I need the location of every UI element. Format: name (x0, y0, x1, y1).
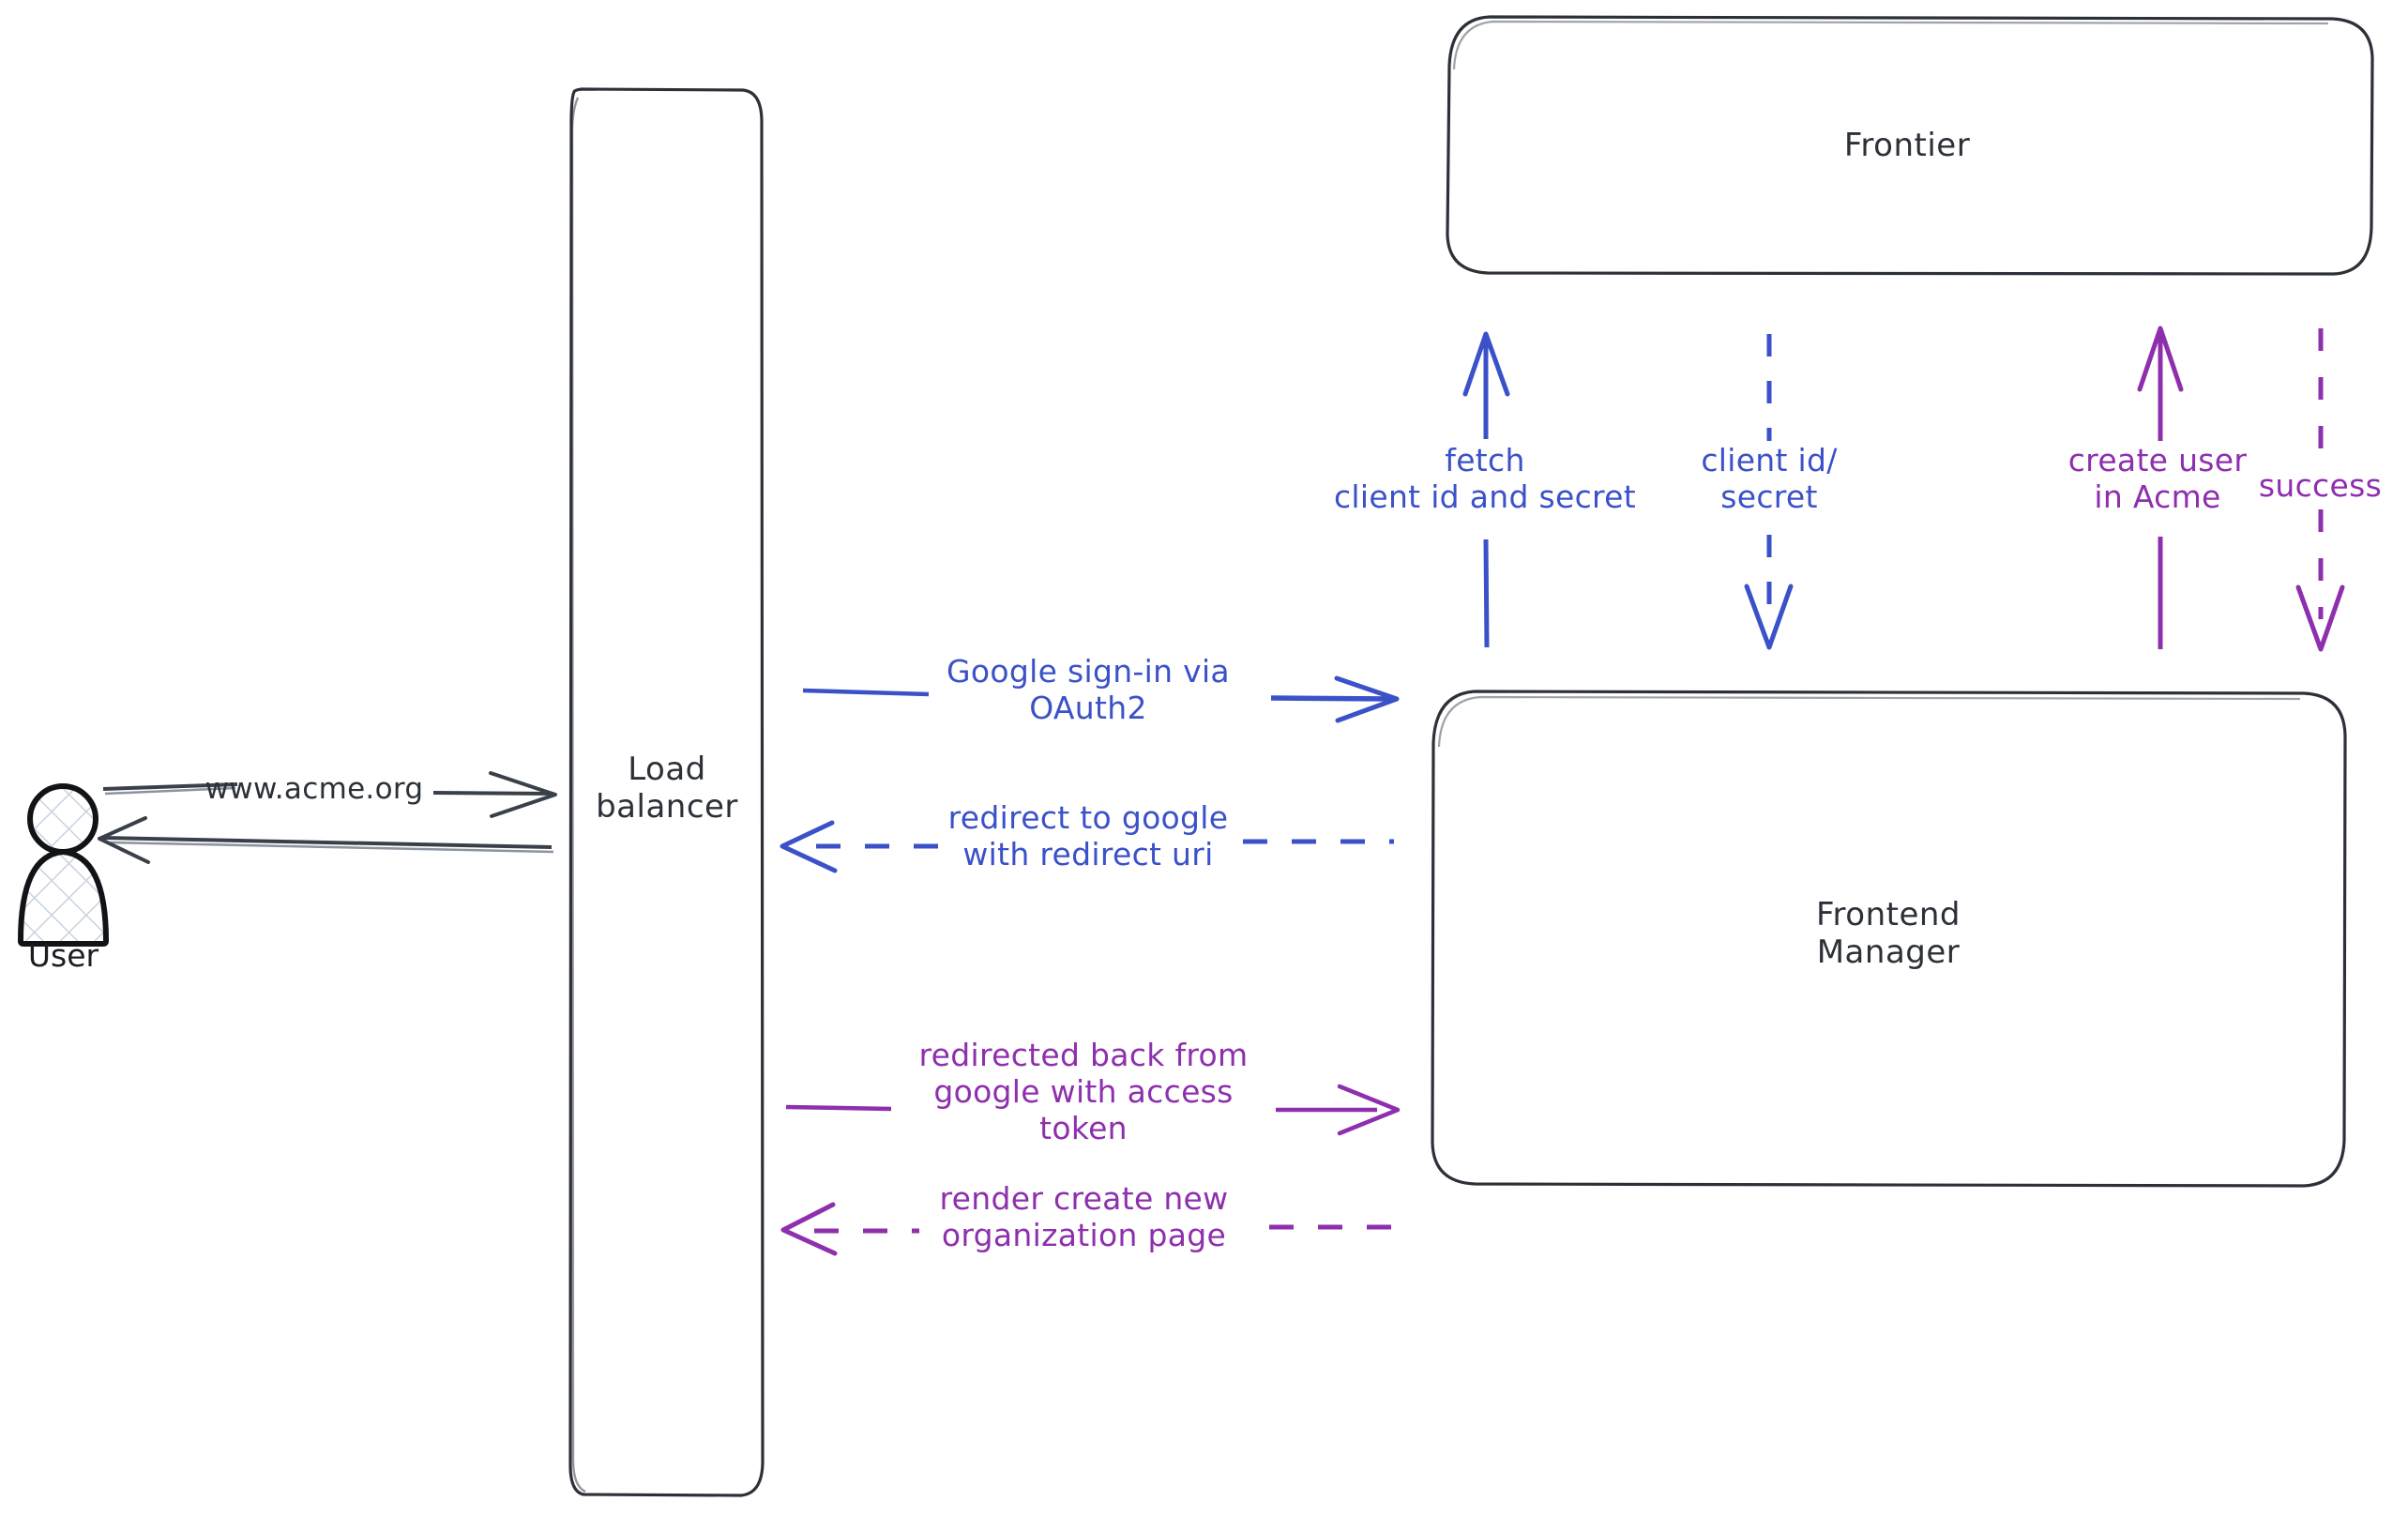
edge-fm-to-lb-render (780, 1202, 1398, 1256)
edge-fm-to-frontier-fetch (1462, 331, 1510, 648)
edge-user-to-lb (102, 771, 557, 818)
edge-lb-to-user (98, 816, 554, 864)
edge-fm-to-frontier-create (2137, 326, 2184, 649)
node-frontier[interactable] (1446, 15, 2374, 276)
node-frontend-manager[interactable] (1431, 690, 2347, 1188)
edge-frontier-to-fm-creds (1744, 334, 1794, 650)
node-load-balancer[interactable] (568, 87, 765, 1497)
edge-lb-to-fm-token (785, 1084, 1401, 1136)
edge-fm-to-lb-redirect (780, 820, 1394, 873)
edge-lb-to-fm-signin (802, 675, 1400, 723)
user-actor-icon (18, 783, 109, 947)
edge-frontier-to-fm-success (2295, 328, 2345, 652)
